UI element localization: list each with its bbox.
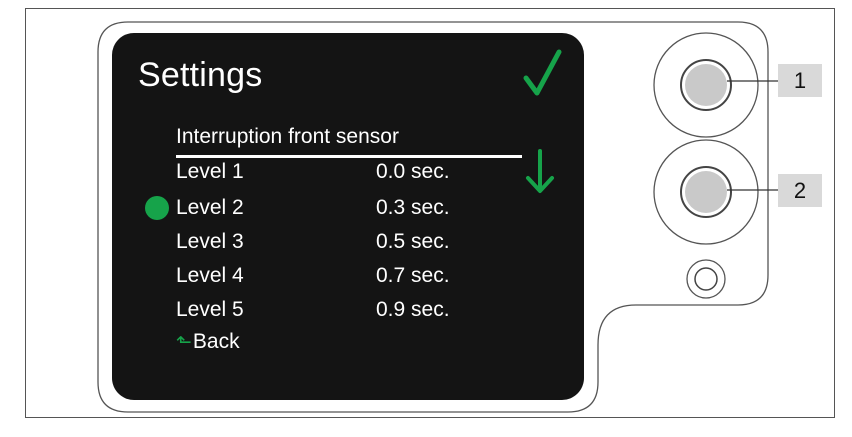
callout-1: 1 [778,64,822,97]
level-row-5[interactable]: Level 5 0.9 sec. [176,298,496,328]
button-1[interactable] [653,32,778,138]
level-row-4[interactable]: Level 4 0.7 sec. [176,264,496,294]
down-arrow-icon [526,149,554,193]
callout-2: 2 [778,174,822,207]
level-label: Level 3 [176,230,244,253]
menu-subtitle: Interruption front sensor [176,125,399,148]
display-screen [112,33,584,400]
level-value: 0.3 sec. [376,196,450,219]
level-row-2[interactable]: Level 2 0.3 sec. [176,196,496,226]
level-value: 0.0 sec. [376,160,450,183]
selected-indicator-icon [145,196,169,220]
level-value: 0.9 sec. [376,298,450,321]
status-indicator [686,259,726,299]
level-value: 0.7 sec. [376,264,450,287]
back-label: Back [192,330,240,353]
check-icon [523,49,562,96]
back-item[interactable]: ⬑Back [176,330,240,354]
screen-title: Settings [138,56,263,94]
level-value: 0.5 sec. [376,230,450,253]
level-row-3[interactable]: Level 3 0.5 sec. [176,230,496,260]
level-label: Level 5 [176,298,244,321]
return-arrow-icon: ⬑ [176,332,192,353]
level-label: Level 2 [176,196,244,219]
level-label: Level 1 [176,160,244,183]
button-2[interactable] [653,139,778,245]
level-row-1[interactable]: Level 1 0.0 sec. [176,160,496,190]
level-label: Level 4 [176,264,244,287]
subtitle-divider [176,155,522,158]
